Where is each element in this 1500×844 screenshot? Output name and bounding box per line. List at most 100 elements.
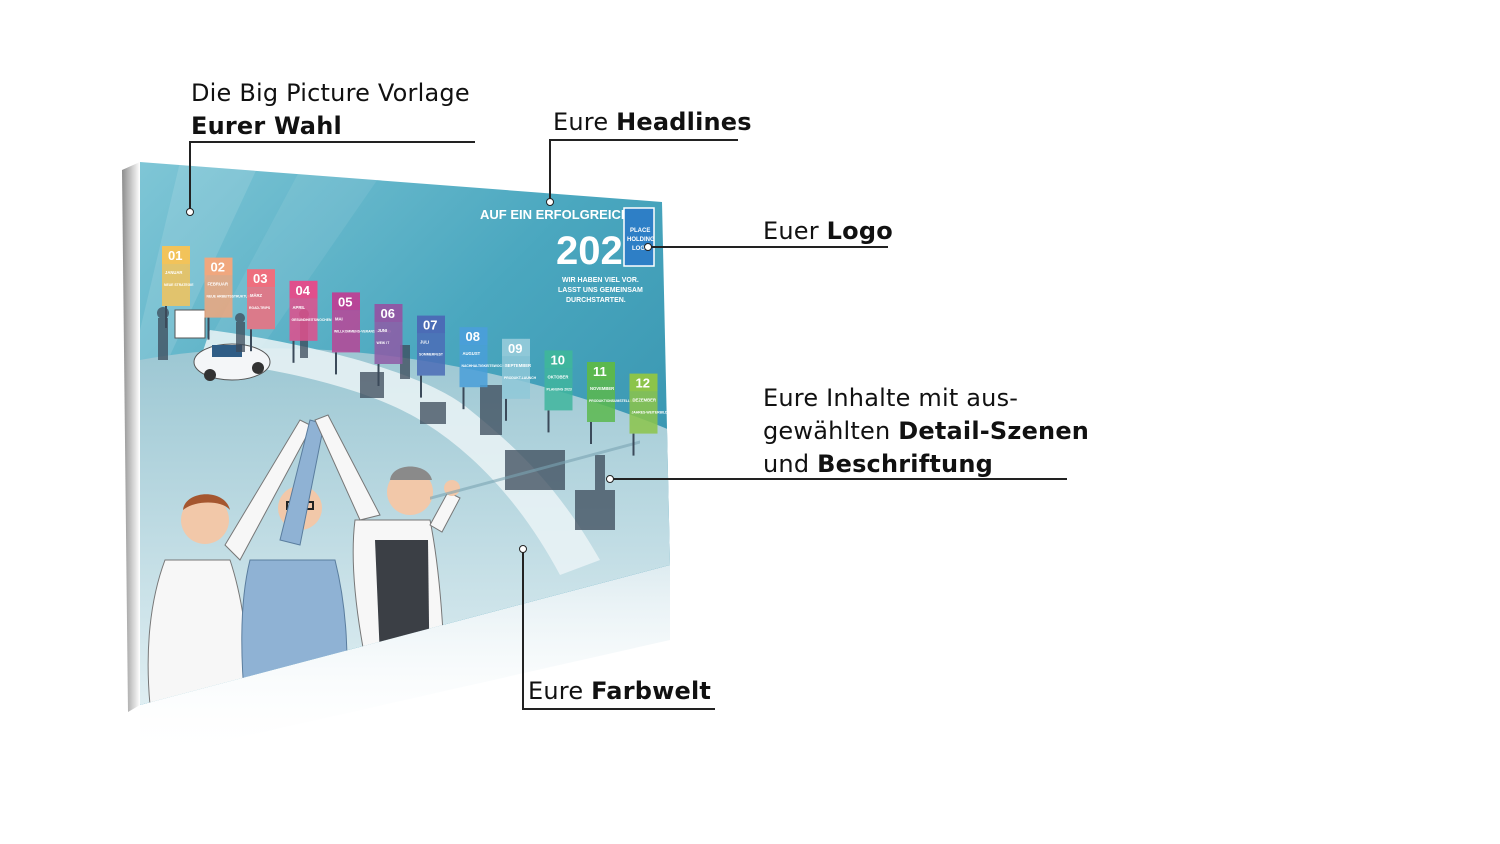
month-flag-header xyxy=(544,350,573,369)
month-flag-header xyxy=(459,327,488,346)
month-name: MAI xyxy=(335,316,343,321)
leader-vorlage-dot xyxy=(186,208,194,216)
month-flag-header xyxy=(204,257,233,276)
month-number: 05 xyxy=(338,294,352,309)
annotation-logo-prefix: Euer xyxy=(763,217,827,245)
annotation-farbwelt-prefix: Eure xyxy=(528,677,592,705)
leader-headlines-v xyxy=(549,139,551,201)
leader-farbwelt-h xyxy=(522,708,715,710)
poster-subline-2: LASST UNS GEMEINSAM xyxy=(558,287,643,294)
annotation-inhalte: Eure Inhalte mit aus- gewählten Detail-S… xyxy=(763,384,1090,478)
month-flag-header xyxy=(502,338,530,357)
month-number: 07 xyxy=(423,318,437,333)
month-description: NEUE ARBEITSSTRUKTUR xyxy=(207,295,251,299)
car-illustration xyxy=(193,343,271,381)
month-description: PRODUKTIONSUMSTELLUNG xyxy=(589,399,638,403)
leader-logo-dot xyxy=(644,243,652,251)
month-name: AUGUST xyxy=(463,351,481,356)
month-name: JANUAR xyxy=(165,270,182,275)
month-description: WEIK IT xyxy=(377,341,391,345)
svg-text:HOLDING: HOLDING xyxy=(627,237,655,243)
month-flag-header xyxy=(289,280,318,299)
month-description: WILLKOMMENS-VERANSTALTUNG xyxy=(334,329,391,333)
leader-headlines-dot xyxy=(546,198,554,206)
leader-vorlage-h xyxy=(190,141,475,143)
poster-subline-1: WIR HABEN VIEL VOR. xyxy=(562,277,639,284)
poster-headline: AUF EIN ERFOLGREICHES xyxy=(480,207,648,222)
leader-farbwelt-v xyxy=(522,548,524,710)
annotation-vorlage-line1: Die Big Picture Vorlage xyxy=(191,79,470,107)
month-number: 06 xyxy=(381,306,395,321)
month-description: NACHHALTIGKEITSWOCHEN xyxy=(462,364,510,368)
month-description: PRODUKT-LAUNCH xyxy=(504,376,537,380)
month-flag-header xyxy=(374,304,403,322)
month-description: ROAD-TRIPS xyxy=(249,306,271,310)
month-flag-header xyxy=(417,315,445,334)
annotation-inhalte-line1: Eure Inhalte mit aus- xyxy=(763,384,1019,412)
month-name: OKTOBER xyxy=(548,374,569,379)
svg-text:PLACE: PLACE xyxy=(630,228,650,234)
leader-inhalte-dot xyxy=(606,475,614,483)
annotation-logo-bold: Logo xyxy=(826,217,893,245)
month-flag-header xyxy=(587,362,615,380)
poster-logo: PLACE HOLDING LOGO xyxy=(623,207,655,267)
month-description: JAHRES-WEITERBILDUNG xyxy=(632,411,676,415)
month-name: MÄRZ xyxy=(250,293,263,298)
annotation-vorlage: Die Big Picture Vorlage Eurer Wahl xyxy=(191,77,470,143)
annotation-headlines: Eure Headlines xyxy=(553,106,752,139)
month-description: NEUE STRATEGIE xyxy=(164,283,194,287)
month-number: 08 xyxy=(466,329,480,344)
annotation-inhalte-detail: Detail-Szenen xyxy=(898,417,1090,445)
month-number: 03 xyxy=(253,271,267,286)
month-number: 02 xyxy=(211,260,225,275)
annotation-logo: Euer Logo xyxy=(763,215,893,248)
annotation-farbwelt-bold: Farbwelt xyxy=(591,677,712,705)
month-number: 10 xyxy=(551,352,565,367)
month-name: SEPTEMBER xyxy=(505,363,531,368)
annotation-farbwelt: Eure Farbwelt xyxy=(528,675,711,708)
month-name: FEBRUAR xyxy=(208,282,228,287)
month-number: 01 xyxy=(168,248,182,263)
month-name: JULI xyxy=(420,340,429,345)
month-number: 09 xyxy=(508,341,522,356)
annotation-headlines-bold: Headlines xyxy=(616,108,752,136)
month-flag-header xyxy=(332,292,360,311)
annotation-inhalte-beschriftung: Beschriftung xyxy=(817,450,993,478)
leader-farbwelt-dot xyxy=(519,545,527,553)
month-flag-header xyxy=(247,269,275,288)
month-name: JUNI xyxy=(378,328,388,333)
svg-text:LOGO: LOGO xyxy=(632,246,650,252)
month-description: PLANUNG 2023 xyxy=(547,387,572,391)
month-name: NOVEMBER xyxy=(590,386,614,391)
leader-inhalte-h xyxy=(610,478,1067,480)
poster-shadow xyxy=(122,162,140,712)
month-description: GESUNDHEITSWOCHEN xyxy=(292,318,332,322)
month-number: 12 xyxy=(636,376,650,391)
annotation-vorlage-line2: Eurer Wahl xyxy=(191,112,342,140)
month-flag-header xyxy=(629,373,658,392)
month-number: 04 xyxy=(296,283,311,298)
month-name: APRIL xyxy=(293,305,306,310)
month-flag-header xyxy=(162,246,190,264)
leader-logo-h xyxy=(648,246,888,248)
poster-reflection xyxy=(140,565,670,760)
poster-subline-3: DURCHSTARTEN. xyxy=(566,297,626,304)
month-number: 11 xyxy=(593,364,607,379)
leader-vorlage-v xyxy=(189,141,191,211)
month-description: SOMMERFEST xyxy=(419,353,444,357)
leader-headlines-h xyxy=(550,139,738,141)
